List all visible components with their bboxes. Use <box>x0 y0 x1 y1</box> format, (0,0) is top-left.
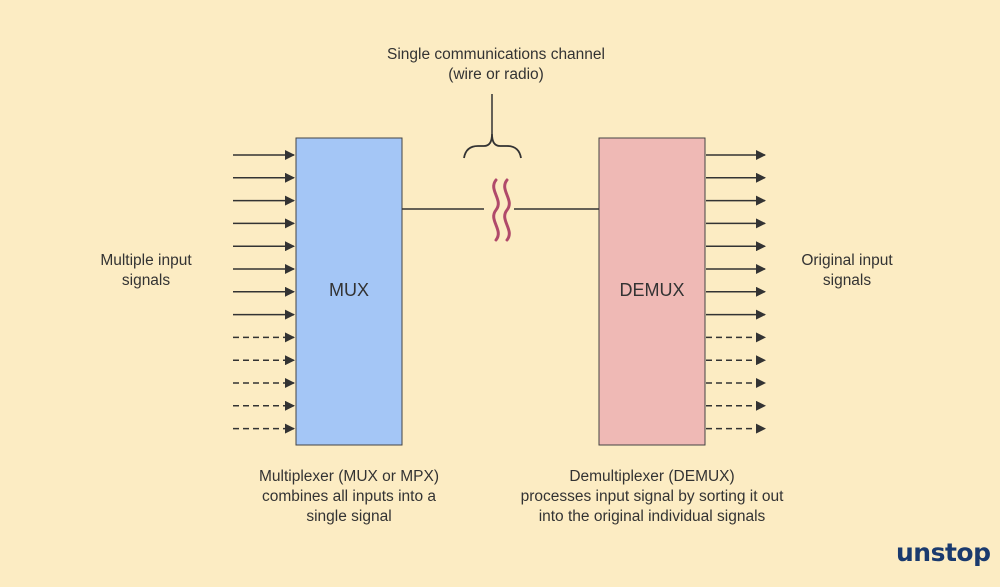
demux-caption: Demultiplexer (DEMUX) processes input si… <box>482 467 822 527</box>
outputs-label-line: Original input <box>801 252 893 269</box>
outputs-label-line: signals <box>822 272 872 289</box>
channel-label-line: (wire or radio) <box>448 66 544 83</box>
demux-caption-line: processes input signal by sorting it out <box>520 488 784 505</box>
mux-caption: Multiplexer (MUX or MPX) combines all in… <box>194 467 504 527</box>
demux-block <box>598 137 706 446</box>
unstop-logo: unstop <box>896 535 991 571</box>
signal-wave-icon <box>492 178 511 242</box>
mux-caption-line: Multiplexer (MUX or MPX) <box>259 468 439 485</box>
mux-label: MUX <box>329 280 369 300</box>
demux-caption-line: Demultiplexer (DEMUX) <box>569 468 735 485</box>
channel-label: Single communications channel (wire or r… <box>346 45 646 85</box>
channel-label-line: Single communications channel <box>387 46 605 63</box>
output-arrows <box>706 150 766 434</box>
mux-caption-line: combines all inputs into a <box>261 488 437 505</box>
mux-caption-line: single signal <box>306 508 392 525</box>
mux-block <box>295 137 403 446</box>
unstop-logo-text: unstop <box>896 538 991 567</box>
inputs-label: Multiple input signals <box>66 251 226 291</box>
channel-brace <box>463 133 522 159</box>
demux-caption-line: into the original individual signals <box>538 508 766 525</box>
inputs-label-line: signals <box>121 272 171 289</box>
input-arrows <box>233 150 295 434</box>
demux-label: DEMUX <box>619 280 685 300</box>
inputs-label-line: Multiple input <box>100 252 192 269</box>
outputs-label: Original input signals <box>767 251 927 291</box>
